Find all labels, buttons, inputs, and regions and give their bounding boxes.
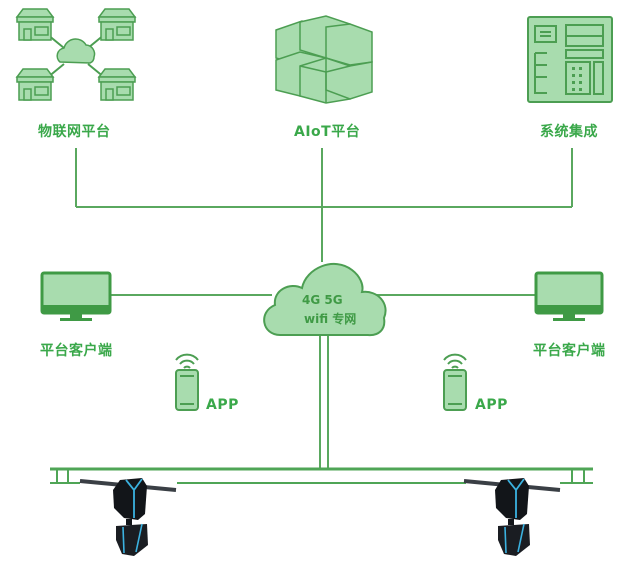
- app-label-right: APP: [475, 397, 508, 413]
- client-label-right: 平台客户端: [533, 343, 606, 359]
- control-panel-icon: [527, 16, 613, 103]
- store-network-icon: [15, 8, 136, 101]
- app-label-left: APP: [206, 397, 239, 413]
- rail: [50, 467, 593, 484]
- node-label-iot: 物联网平台: [38, 124, 111, 140]
- monitor-icon: [534, 271, 604, 321]
- hub-label-line2: wifi 专网: [304, 312, 357, 326]
- client-label-left: 平台客户端: [40, 343, 113, 359]
- smartphone-wifi-icon: [443, 353, 467, 411]
- cloud-icon: [263, 263, 387, 337]
- node-label-aiot: AIoT平台: [294, 124, 361, 140]
- hub-label-line1: 4G 5G: [302, 293, 343, 307]
- node-label-system: 系统集成: [540, 124, 598, 140]
- rail-inspection-robot-icon: [463, 478, 561, 556]
- connector-lines: [75, 148, 573, 469]
- store-icon: [15, 8, 55, 41]
- rail-inspection-robot-icon: [79, 478, 177, 556]
- monitor-icon: [40, 271, 112, 321]
- smartphone-wifi-icon: [175, 353, 199, 411]
- cube-stack-icon: [275, 15, 373, 104]
